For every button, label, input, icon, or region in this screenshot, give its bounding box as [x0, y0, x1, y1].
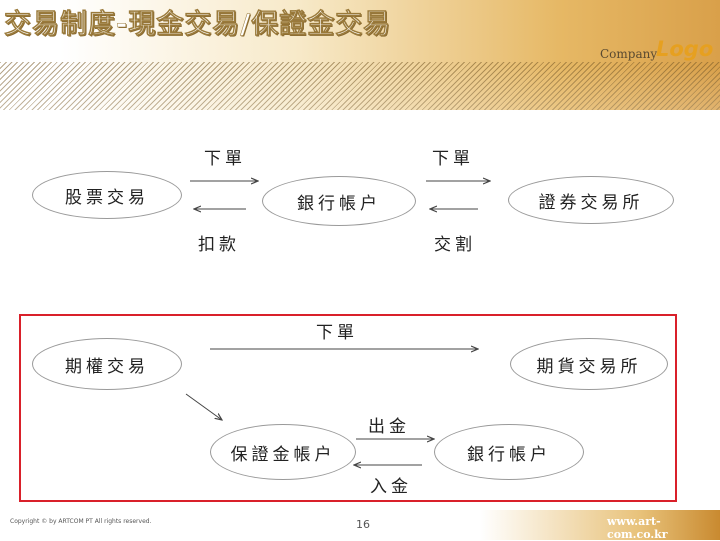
header-hatch-pattern [0, 62, 720, 110]
slide-title: 交易制度-現金交易/保證金交易 [4, 9, 392, 41]
node-margin-account: 保證金帳户 [210, 424, 356, 480]
header-fade [0, 0, 720, 110]
highlight-box [19, 314, 677, 502]
node-stock-trade: 股票交易 [32, 171, 182, 219]
slide-header [0, 0, 720, 110]
arrow-options-to-margin [185, 393, 222, 420]
logo-text: Logo [656, 37, 714, 61]
label-order-left: 下單 [204, 149, 246, 169]
footer-band [0, 510, 720, 540]
page-number: 16 [356, 518, 370, 531]
label-withdraw: 出金 [368, 417, 410, 437]
label-debit: 扣款 [198, 235, 240, 255]
label-deposit: 入金 [370, 477, 412, 497]
label-settlement: 交割 [434, 235, 476, 255]
node-options-trade: 期權交易 [32, 338, 182, 390]
node-securities-exchange: 證券交易所 [508, 176, 674, 224]
node-bank-account-bottom: 銀行帳户 [434, 424, 584, 480]
label-order-bottom: 下單 [316, 323, 358, 343]
node-bank-account-top: 銀行帳户 [262, 176, 416, 226]
footer-url: www.art-com.co.kr [607, 515, 668, 541]
footer-copyright: Copyright © by ARTCOM PT All rights rese… [10, 518, 152, 525]
company-text: Company [600, 47, 658, 61]
node-futures-exchange: 期貨交易所 [510, 338, 668, 390]
label-order-right: 下單 [432, 149, 474, 169]
